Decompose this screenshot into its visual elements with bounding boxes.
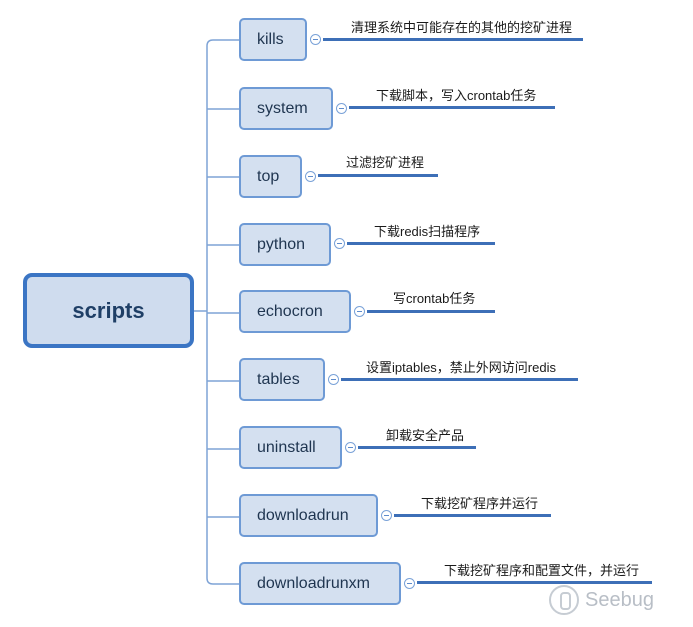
branch-connector	[206, 577, 239, 585]
desc-underline	[318, 174, 438, 177]
node-description: 卸载安全产品	[386, 428, 465, 443]
collapse-icon[interactable]	[310, 34, 321, 45]
node-python[interactable]: python	[239, 223, 331, 266]
node-description: 写crontab任务	[393, 291, 476, 306]
branch-connector	[206, 39, 239, 47]
seebug-logo-icon	[549, 585, 579, 615]
collapse-icon[interactable]	[328, 374, 339, 385]
node-label: kills	[257, 30, 284, 48]
root-node-label: scripts	[72, 297, 145, 323]
seebug-watermark: Seebug	[549, 580, 674, 620]
desc-underline	[394, 514, 551, 517]
node-downloadrun[interactable]: downloadrun	[239, 494, 378, 537]
node-downloadrunxm[interactable]: downloadrunxm	[239, 562, 401, 605]
node-description: 下载脚本，写入crontab任务	[376, 88, 537, 103]
collapse-icon[interactable]	[354, 306, 365, 317]
node-description: 清理系统中可能存在的其他的挖矿进程	[351, 20, 573, 35]
collapse-icon[interactable]	[381, 510, 392, 521]
node-description: 设置iptables，禁止外网访问redis	[366, 360, 556, 375]
root-node-scripts[interactable]: scripts	[23, 273, 194, 348]
node-tables[interactable]: tables	[239, 358, 325, 401]
node-uninstall[interactable]: uninstall	[239, 426, 342, 469]
node-label: downloadrun	[257, 506, 349, 524]
node-label: python	[257, 235, 306, 253]
desc-underline	[367, 310, 495, 313]
node-label: uninstall	[257, 438, 316, 456]
collapse-icon[interactable]	[404, 578, 415, 589]
node-label: echocron	[257, 302, 323, 320]
node-description: 下载redis扫描程序	[374, 224, 481, 239]
watermark-text: Seebug	[585, 588, 654, 611]
node-label: downloadrunxm	[257, 574, 370, 592]
node-top[interactable]: top	[239, 155, 302, 198]
node-echocron[interactable]: echocron	[239, 290, 351, 333]
collapse-icon[interactable]	[305, 171, 316, 182]
collapse-icon[interactable]	[345, 442, 356, 453]
collapse-icon[interactable]	[334, 238, 345, 249]
node-label: tables	[257, 370, 300, 388]
node-description: 下载挖矿程序并运行	[421, 496, 539, 511]
node-description: 过滤挖矿进程	[346, 155, 425, 170]
node-kills[interactable]: kills	[239, 18, 307, 61]
desc-underline	[417, 581, 652, 584]
node-label: system	[257, 99, 308, 117]
collapse-icon[interactable]	[336, 103, 347, 114]
node-system[interactable]: system	[239, 87, 333, 130]
node-description: 下载挖矿程序和配置文件，并运行	[444, 563, 640, 578]
desc-underline	[349, 106, 555, 109]
desc-underline	[341, 378, 578, 381]
desc-underline	[323, 38, 583, 41]
desc-underline	[358, 446, 476, 449]
desc-underline	[347, 242, 495, 245]
node-label: top	[257, 167, 280, 185]
